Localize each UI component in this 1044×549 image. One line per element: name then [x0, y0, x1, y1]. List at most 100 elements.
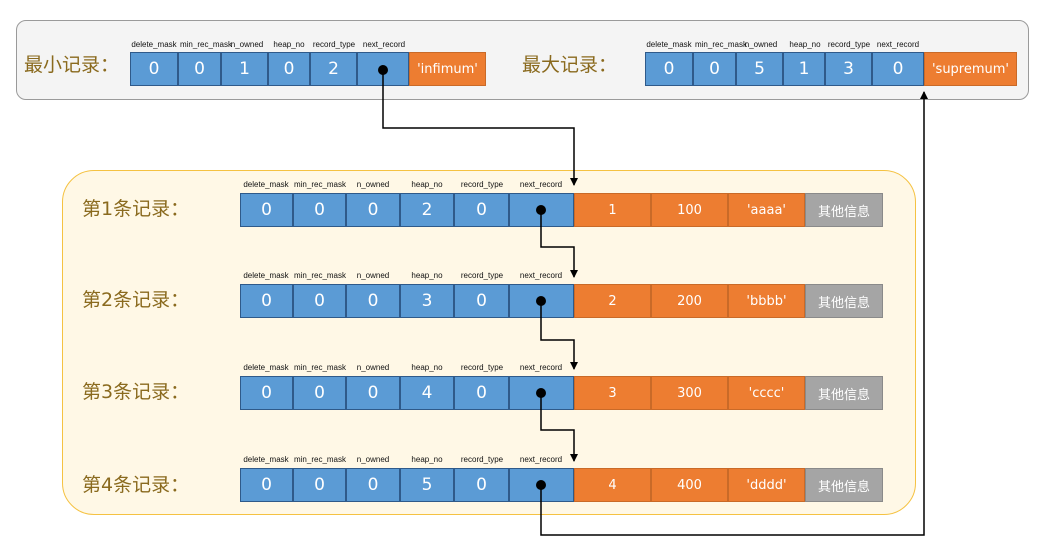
infimum-min-rec-mask: 0 [178, 52, 221, 86]
record-4-min-rec-mask: 0 [293, 468, 346, 502]
infimum-label: 最小记录： [24, 54, 120, 76]
supremum-header-n-owned: n_owned [744, 40, 778, 49]
record-2-min-rec-mask: 0 [293, 284, 346, 318]
record-4-header-delete-mask: delete_mask [243, 455, 289, 464]
infimum-header-delete-mask: delete_mask [131, 40, 177, 49]
record-4-header-heap-no: heap_no [411, 455, 443, 464]
record-4-data-2: 400 [651, 468, 728, 502]
infimum-pointer-dot [378, 65, 388, 75]
record-1-delete-mask: 0 [240, 193, 293, 227]
infimum-heap-no: 0 [268, 52, 310, 86]
record-2-record-type: 0 [454, 284, 509, 318]
supremum-name: 'supremum' [924, 52, 1017, 86]
supremum-header-record-type: record_type [827, 40, 871, 49]
infimum-n-owned: 1 [221, 52, 268, 86]
record-1-header-delete-mask: delete_mask [243, 180, 289, 189]
record-2-pointer-dot [536, 296, 546, 306]
record-1-header-heap-no: heap_no [411, 180, 443, 189]
record-2-other-info: 其他信息 [805, 284, 883, 318]
supremum-next-record: 0 [872, 52, 924, 86]
record-3-data-2: 300 [651, 376, 728, 410]
record-2-heap-no: 3 [400, 284, 454, 318]
supremum-heap-no: 1 [783, 52, 825, 86]
record-4-heap-no: 5 [400, 468, 454, 502]
record-4-header-n-owned: n_owned [356, 455, 390, 464]
record-2-data-3: 'bbbb' [728, 284, 805, 318]
supremum-min-rec-mask: 0 [693, 52, 736, 86]
supremum-label: 最大记录： [522, 54, 618, 76]
record-1-label: 第1条记录： [82, 198, 190, 220]
record-2-header-min-rec-mask: min_rec_mask [293, 271, 346, 280]
record-3-data-1: 3 [574, 376, 651, 410]
record-3-min-rec-mask: 0 [293, 376, 346, 410]
record-3-data-3: 'cccc' [728, 376, 805, 410]
infimum-name: 'infimum' [409, 52, 486, 86]
record-4-pointer-dot [536, 480, 546, 490]
record-1-pointer-dot [536, 205, 546, 215]
record-4-other-info: 其他信息 [805, 468, 883, 502]
infimum-header-n-owned: n_owned [230, 40, 264, 49]
supremum-header-heap-no: heap_no [789, 40, 821, 49]
record-4-record-type: 0 [454, 468, 509, 502]
record-2-header-delete-mask: delete_mask [243, 271, 289, 280]
arrow-record-4-to-supremum [540, 91, 928, 536]
supremum-header-min-rec-mask: min_rec_mask [694, 40, 747, 49]
record-2-header-next-record: next_record [519, 271, 563, 280]
record-1-record-type: 0 [454, 193, 509, 227]
record-1-header-n-owned: n_owned [356, 180, 390, 189]
arrow-record-3-to-record-4 [540, 393, 578, 462]
supremum-record-type: 3 [825, 52, 872, 86]
supremum-n-owned: 5 [736, 52, 783, 86]
infimum-delete-mask: 0 [130, 52, 178, 86]
record-4-header-min-rec-mask: min_rec_mask [293, 455, 346, 464]
record-4-header-record-type: record_type [460, 455, 504, 464]
infimum-header-record-type: record_type [312, 40, 356, 49]
record-3-pointer-dot [536, 388, 546, 398]
record-1-header-record-type: record_type [460, 180, 504, 189]
record-3-label: 第3条记录： [82, 381, 190, 403]
record-3-other-info: 其他信息 [805, 376, 883, 410]
supremum-delete-mask: 0 [645, 52, 693, 86]
infimum-record-type: 2 [310, 52, 357, 86]
infimum-header-next-record: next_record [362, 40, 406, 49]
infimum-header-heap-no: heap_no [273, 40, 305, 49]
record-2-data-1: 2 [574, 284, 651, 318]
record-2-header-n-owned: n_owned [356, 271, 390, 280]
record-2-header-heap-no: heap_no [411, 271, 443, 280]
supremum-header-next-record: next_record [876, 40, 920, 49]
record-4-header-next-record: next_record [519, 455, 563, 464]
record-1-data-2: 100 [651, 193, 728, 227]
record-3-header-delete-mask: delete_mask [243, 363, 289, 372]
record-4-label: 第4条记录： [82, 474, 190, 496]
record-3-header-next-record: next_record [519, 363, 563, 372]
infimum-header-min-rec-mask: min_rec_mask [179, 40, 232, 49]
record-1-data-3: 'aaaa' [728, 193, 805, 227]
record-2-label: 第2条记录： [82, 289, 190, 311]
record-1-other-info: 其他信息 [805, 193, 883, 227]
arrow-infimum-to-record-1 [382, 70, 578, 186]
record-1-min-rec-mask: 0 [293, 193, 346, 227]
record-3-header-record-type: record_type [460, 363, 504, 372]
record-1-data-1: 1 [574, 193, 651, 227]
record-1-n-owned: 0 [346, 193, 400, 227]
record-3-header-min-rec-mask: min_rec_mask [293, 363, 346, 372]
record-2-data-2: 200 [651, 284, 728, 318]
record-4-data-1: 4 [574, 468, 651, 502]
record-4-n-owned: 0 [346, 468, 400, 502]
records-panel [62, 170, 916, 515]
record-1-header-next-record: next_record [519, 180, 563, 189]
arrow-record-2-to-record-3 [540, 301, 578, 370]
record-4-data-3: 'dddd' [728, 468, 805, 502]
record-4-delete-mask: 0 [240, 468, 293, 502]
record-3-delete-mask: 0 [240, 376, 293, 410]
record-3-record-type: 0 [454, 376, 509, 410]
record-2-n-owned: 0 [346, 284, 400, 318]
record-1-header-min-rec-mask: min_rec_mask [293, 180, 346, 189]
record-3-header-n-owned: n_owned [356, 363, 390, 372]
arrow-record-1-to-record-2 [540, 210, 578, 278]
record-3-header-heap-no: heap_no [411, 363, 443, 372]
record-2-header-record-type: record_type [460, 271, 504, 280]
record-3-n-owned: 0 [346, 376, 400, 410]
record-3-heap-no: 4 [400, 376, 454, 410]
